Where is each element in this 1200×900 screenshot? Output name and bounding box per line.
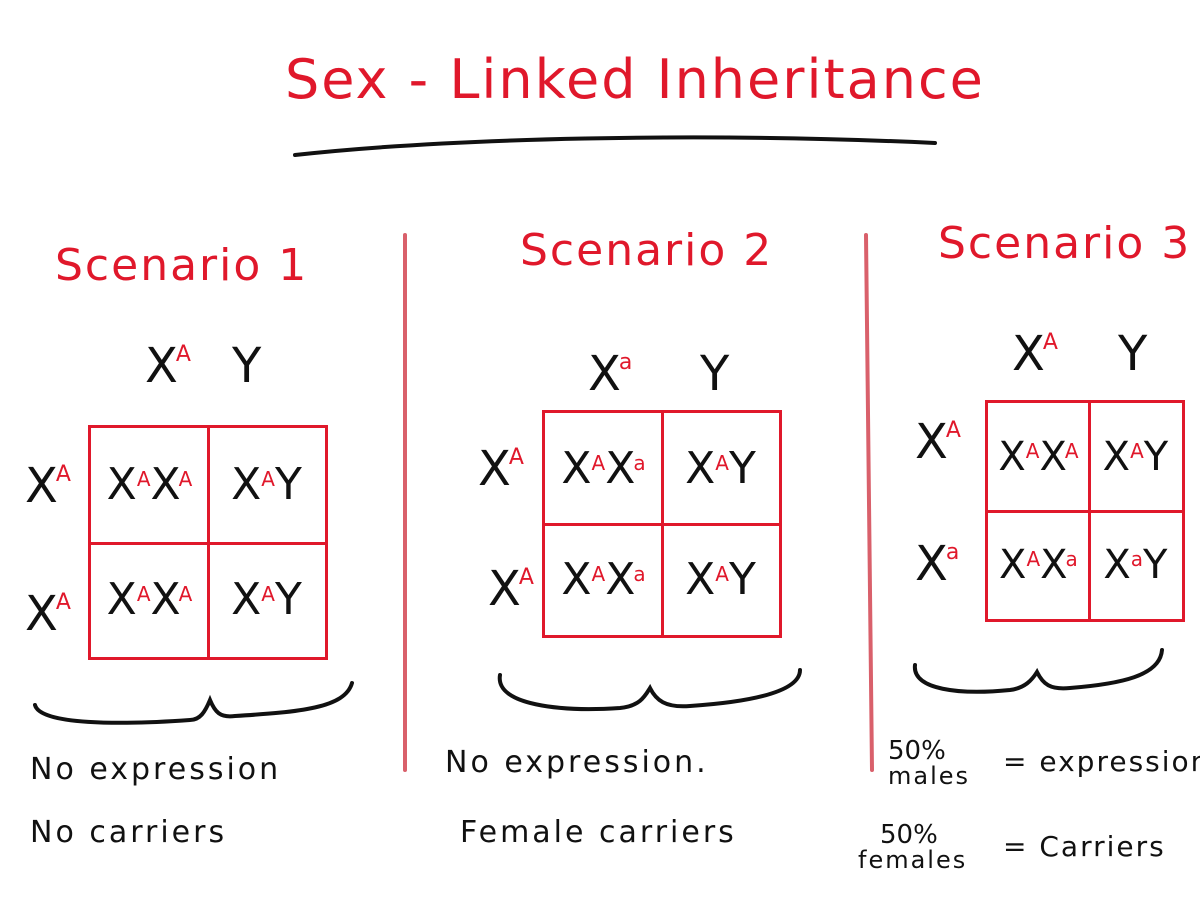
s3-result-1-group: 50% males: [888, 738, 970, 788]
s3-result-1-percent: 50%: [888, 736, 946, 766]
s3-side-allele-1: XA: [915, 414, 961, 470]
s1-top-allele-2: Y: [232, 338, 262, 394]
s3-result-2-percent: 50%: [880, 820, 938, 850]
s3-result-2-group: 50% females: [858, 822, 967, 872]
title-underline: [293, 135, 937, 157]
s2-note-1: No expression.: [445, 745, 709, 780]
s2-side-allele-2: XA: [488, 561, 534, 617]
s3-side-allele-2: Xa: [915, 536, 960, 592]
brace-scenario-3: [912, 648, 1164, 694]
s3-top-allele-1: XA: [1012, 326, 1058, 382]
s3-result-2-sex: females: [858, 846, 968, 874]
s2-top-allele-2: Y: [700, 346, 730, 402]
s1-note-1: No expression: [30, 752, 282, 787]
scenario-1-heading: Scenario 1: [55, 240, 309, 291]
scenario-2-heading: Scenario 2: [520, 225, 774, 276]
s3-result-1-outcome: = expression: [1003, 745, 1200, 778]
s1-top-allele-1: XA: [145, 338, 191, 394]
s2-note-2: Female carriers: [460, 815, 737, 850]
s2-top-allele-1: Xa: [588, 346, 633, 402]
s3-top-allele-2: Y: [1118, 326, 1148, 382]
s3-result-1-sex: males: [888, 762, 971, 790]
brace-scenario-1: [33, 681, 354, 725]
s1-note-2: No carriers: [30, 815, 228, 850]
s2-side-allele-1: XA: [478, 441, 524, 497]
s1-side-allele-1: XA: [25, 458, 71, 514]
s3-result-2-outcome: = Carriers: [1003, 830, 1166, 863]
page-title: Sex - Linked Inheritance: [285, 48, 985, 111]
scenario-3-heading: Scenario 3: [938, 218, 1192, 269]
brace-scenario-2: [497, 668, 802, 712]
divider-2: [864, 233, 874, 772]
s1-side-allele-2: XA: [25, 586, 71, 642]
